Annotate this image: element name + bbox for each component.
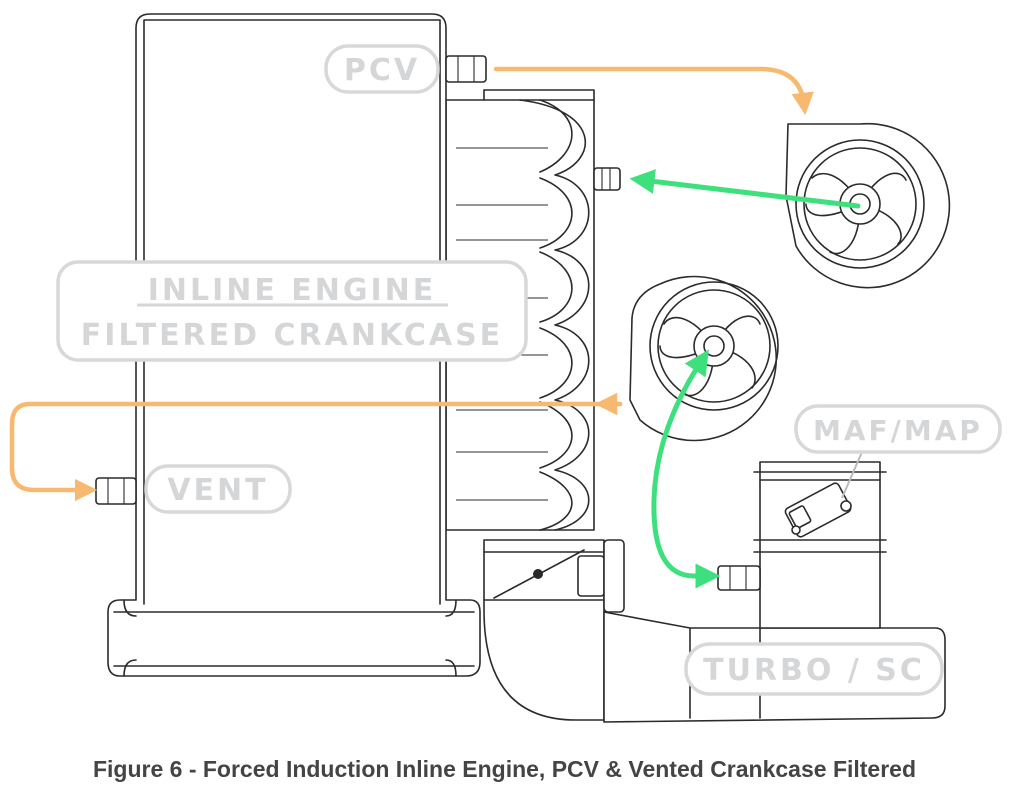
pcv-label-text: PCV [344, 53, 420, 88]
turbo-upper [785, 122, 951, 289]
turbo-sc-label: TURBO / SC [684, 642, 944, 696]
engine-diagram: PCV INLINE ENGINE FILTERED CRANKCASE VEN… [9, 13, 1002, 723]
maf-housing [717, 461, 887, 629]
pcv-label: PCV [324, 44, 440, 94]
boost-line [651, 349, 709, 579]
vent-label-text: VENT [167, 473, 268, 508]
figure-caption: Figure 6 - Forced Induction Inline Engin… [92, 756, 917, 782]
maf-map-label: MAF/MAP [794, 404, 1002, 454]
engine-label: INLINE ENGINE FILTERED CRANKCASE [56, 260, 528, 362]
turbo-sc-label-text: TURBO / SC [703, 653, 925, 688]
vent-label: VENT [144, 464, 292, 514]
fresh-air-line [9, 401, 623, 502]
maf-sensor [784, 482, 852, 538]
vacuum-line [629, 169, 861, 209]
engine-label-line2: FILTERED CRANKCASE [81, 318, 503, 353]
maf-map-label-text: MAF/MAP [813, 414, 983, 447]
pcv-line [493, 66, 814, 116]
throttle-pivot [533, 569, 543, 579]
engine-label-line1: INLINE ENGINE [148, 273, 437, 308]
flow-lines [9, 66, 863, 589]
